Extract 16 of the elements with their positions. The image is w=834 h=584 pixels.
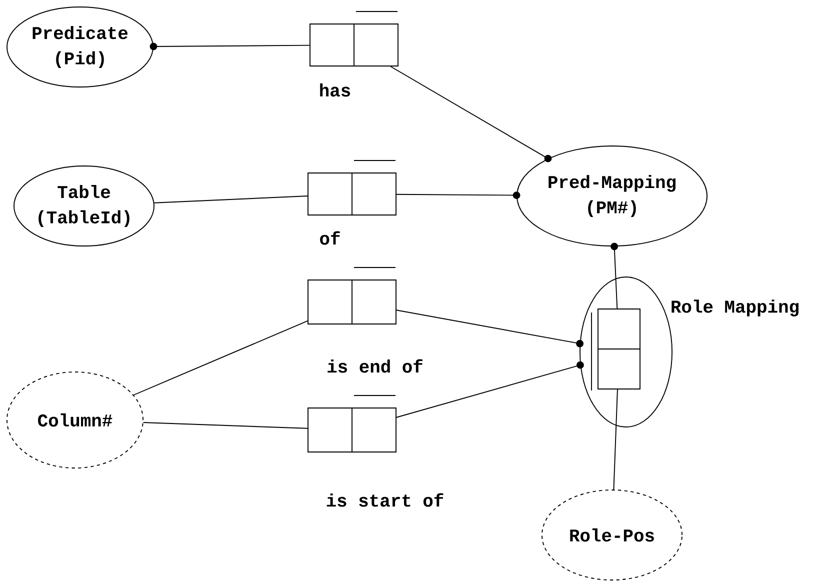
connector xyxy=(396,192,520,199)
connector xyxy=(390,66,552,162)
node-heading: Role Mapping xyxy=(672,300,799,316)
connector xyxy=(154,196,308,204)
fact-type-label: has xyxy=(320,83,350,97)
fact-type-label: of xyxy=(320,231,340,245)
connector xyxy=(396,310,584,348)
connector xyxy=(396,361,584,418)
connector xyxy=(610,242,618,309)
connector xyxy=(150,42,310,50)
fact-type-label: is start of xyxy=(326,493,444,507)
fact-type-label: is end of xyxy=(328,359,422,373)
connector xyxy=(142,422,308,429)
connector xyxy=(613,389,618,490)
connector xyxy=(133,320,308,396)
role-box xyxy=(591,308,641,391)
